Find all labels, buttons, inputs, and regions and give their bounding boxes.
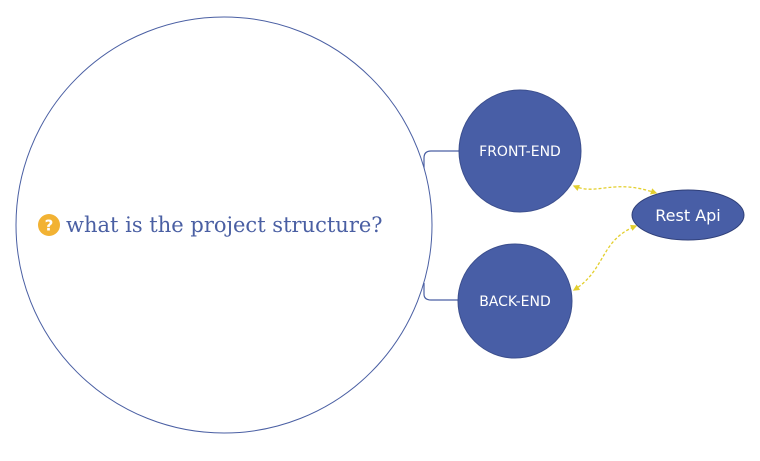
question-mark-icon: ? xyxy=(38,214,60,236)
subtopic-front-end[interactable]: FRONT-END xyxy=(458,89,582,213)
topic-connectors xyxy=(423,150,460,301)
front-end-label: FRONT-END xyxy=(479,144,561,160)
rest-api-label: Rest Api xyxy=(655,206,720,225)
relationship-front-end-rest-api xyxy=(572,184,658,195)
linked-topic-rest-api[interactable]: Rest Api xyxy=(631,189,745,241)
central-topic-text: what is the project structure? xyxy=(66,213,383,237)
front-end-node[interactable] xyxy=(458,89,582,213)
central-topic[interactable]: ? what is the project structure? xyxy=(15,16,433,434)
back-end-label: BACK-END xyxy=(479,294,551,310)
central-topic-circle[interactable] xyxy=(15,16,433,434)
rest-api-node[interactable] xyxy=(631,189,745,241)
subtopic-back-end[interactable]: BACK-END xyxy=(457,243,573,359)
relationship-lines xyxy=(572,184,658,291)
relationship-back-end-rest-api xyxy=(572,224,638,291)
back-end-node[interactable] xyxy=(457,243,573,359)
connector-front-end xyxy=(423,150,460,172)
svg-text:?: ? xyxy=(45,217,54,235)
connector-back-end xyxy=(423,283,458,301)
